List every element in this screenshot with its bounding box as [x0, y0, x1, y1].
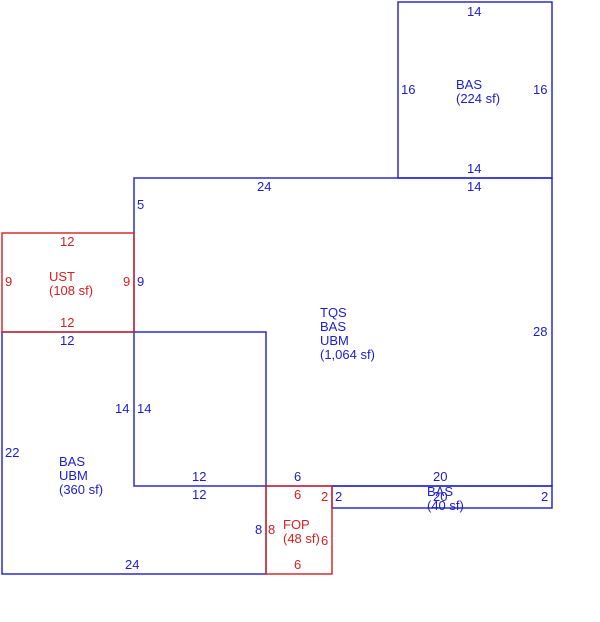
dimension-label: 6: [294, 469, 301, 484]
dimension-label: 12: [60, 234, 74, 249]
fop-outline: [265, 485, 333, 575]
area-label-bas-top-line-1: BAS: [456, 77, 482, 92]
ust-outline: [1, 232, 135, 333]
dimension-label: 2: [321, 489, 328, 504]
dimension-label: 14: [115, 401, 129, 416]
dimension-label: 8: [268, 522, 275, 537]
dimension-label: 24: [257, 179, 271, 194]
dimension-label: 16: [401, 82, 415, 97]
dimension-label: 14: [467, 161, 481, 176]
dimension-label: 12: [60, 333, 74, 348]
dimension-label: 12: [192, 469, 206, 484]
dimension-label: 12: [192, 487, 206, 502]
dimension-label: 28: [533, 324, 547, 339]
dimension-label: 20: [433, 469, 447, 484]
area-label-ust-line-2: (108 sf): [49, 283, 93, 298]
dimension-label: 6: [294, 487, 301, 502]
area-label-bas-strip-line-1: BAS: [427, 484, 453, 499]
area-label-main-line-3: UBM: [320, 333, 349, 348]
dimension-label: 2: [541, 489, 548, 504]
area-label-bas-strip-line-2: (40 sf): [427, 498, 464, 513]
dimension-label: 6: [321, 533, 328, 548]
dimension-label: 22: [5, 445, 19, 460]
dimension-label: 14: [467, 4, 481, 19]
dimension-label: 2: [335, 489, 342, 504]
area-label-fop-line-2: (48 sf): [283, 531, 320, 546]
dimension-label: 14: [137, 401, 151, 416]
dimension-label: 20: [433, 489, 447, 504]
dimension-label: 24: [125, 557, 139, 572]
dimension-label: 9: [5, 274, 12, 289]
dimension-label: 12: [60, 315, 74, 330]
dimension-label: 5: [137, 197, 144, 212]
dimension-label: 9: [137, 274, 144, 289]
area-label-main-line-2: BAS: [320, 319, 346, 334]
area-label-ust-line-1: UST: [49, 269, 75, 284]
area-label-bas-left-line-1: BAS: [59, 454, 85, 469]
dimension-label: 9: [123, 274, 130, 289]
dimension-label: 16: [533, 82, 547, 97]
dimension-label: 6: [294, 557, 301, 572]
area-label-fop-line-1: FOP: [283, 517, 310, 532]
area-label-bas-left-line-3: (360 sf): [59, 482, 103, 497]
area-label-main-line-4: (1,064 sf): [320, 347, 375, 362]
area-label-bas-top-line-2: (224 sf): [456, 91, 500, 106]
area-label-main-line-1: TQS: [320, 305, 347, 320]
dimension-label: 8: [255, 522, 262, 537]
area-label-bas-left-line-2: UBM: [59, 468, 88, 483]
dimension-label: 14: [467, 179, 481, 194]
